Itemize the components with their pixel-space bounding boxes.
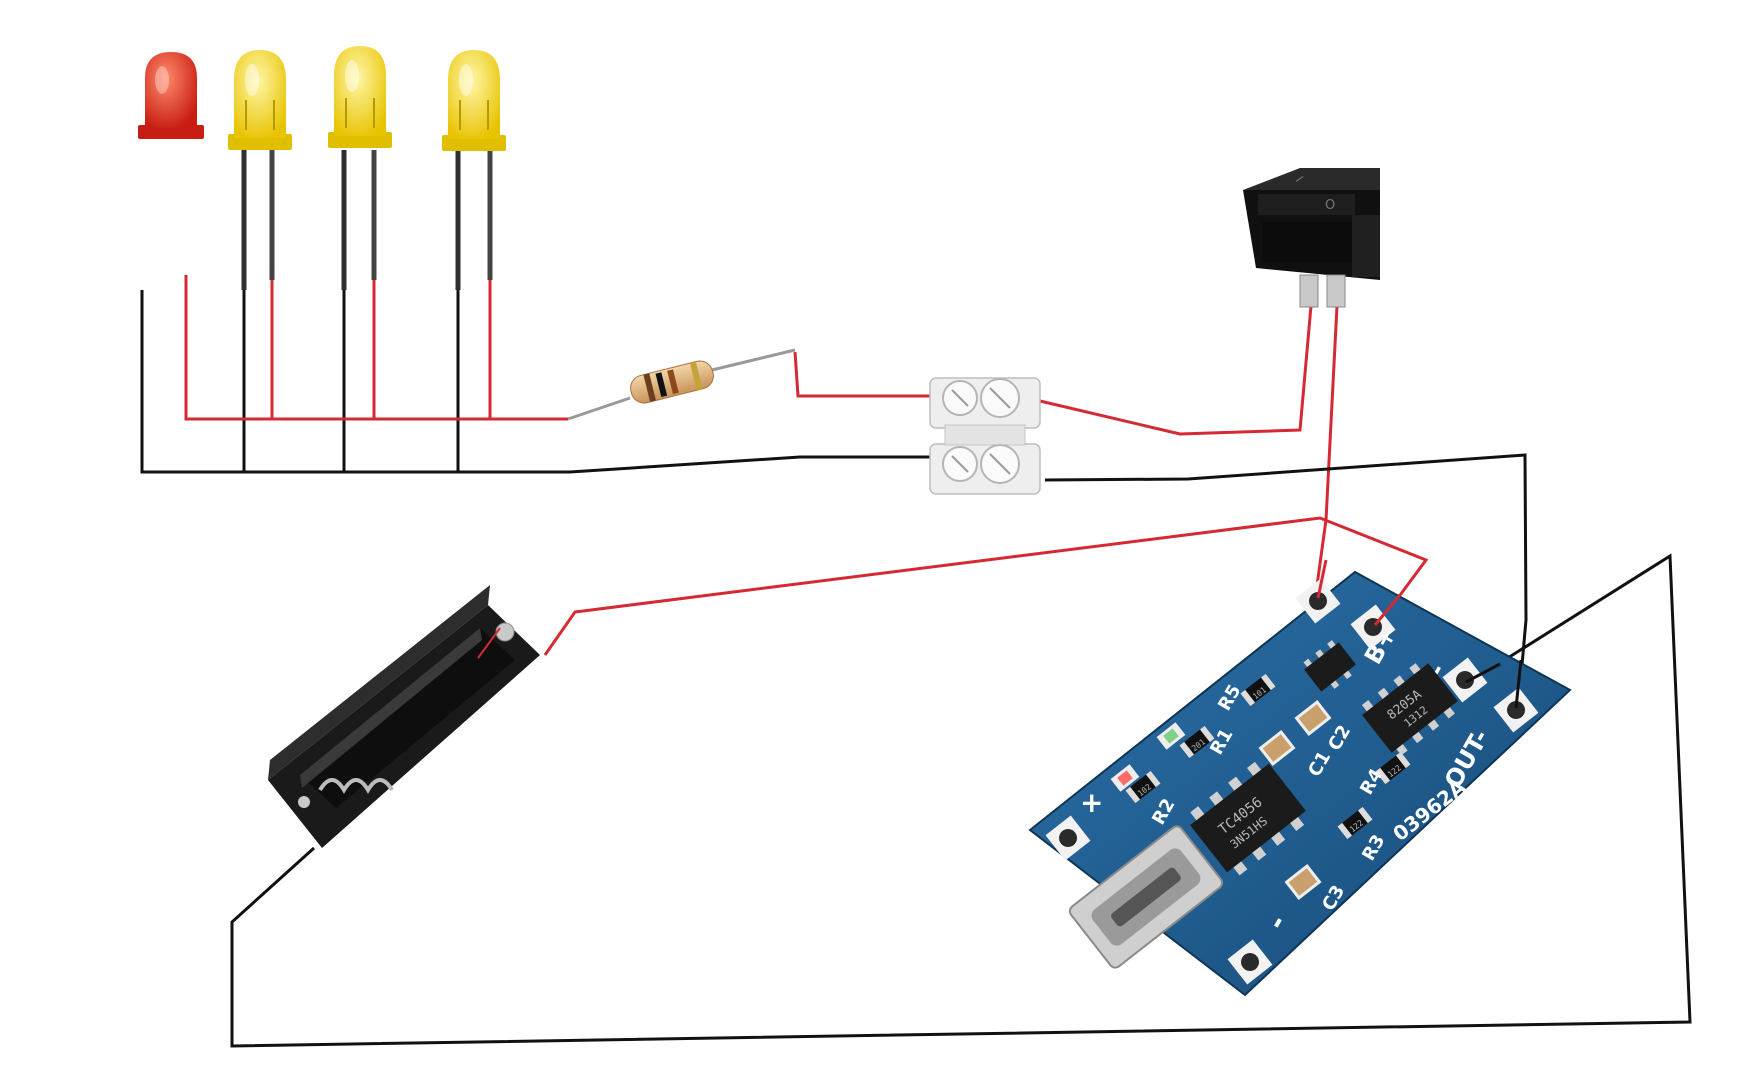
led-ground-wire (140, 290, 930, 474)
battery-minus-wire (230, 553, 1692, 1048)
terminal-to-outminus-wire (1044, 453, 1528, 711)
led-yellow-2 (328, 46, 392, 290)
terminal-block (929, 377, 1041, 495)
resistor-to-terminal-wire (793, 351, 935, 398)
charger-board: OUT+ B+ B- OUT- + - 8205A 1312 (1028, 570, 1572, 997)
board-pads (1045, 578, 1539, 985)
terminal-to-switch-wire (1039, 305, 1313, 436)
micro-usb-port (1068, 825, 1224, 969)
battery-holder (268, 585, 540, 848)
led-anode-bus-wire (184, 275, 568, 421)
switch-off-mark: O (1325, 198, 1335, 213)
sot-ic (1303, 640, 1356, 692)
rocker-switch: I O (1243, 168, 1380, 308)
board-wire-ends (1316, 559, 1523, 709)
switch-to-outplus-wire (1313, 305, 1339, 601)
capacitors (1258, 700, 1332, 900)
wires (140, 275, 1692, 1048)
battery-plus-wire (543, 516, 1429, 656)
led-red (138, 52, 204, 290)
switch-on-mark: I (1293, 174, 1307, 185)
led-yellow-1 (228, 50, 292, 290)
led-yellow-3 (442, 50, 506, 290)
pad-label-in-plus: + (1080, 786, 1103, 819)
charger-ic: TC4056 3N51HS (1190, 761, 1306, 876)
protection-ic: 8205A 1312 (1361, 663, 1458, 756)
resistor (567, 348, 796, 421)
